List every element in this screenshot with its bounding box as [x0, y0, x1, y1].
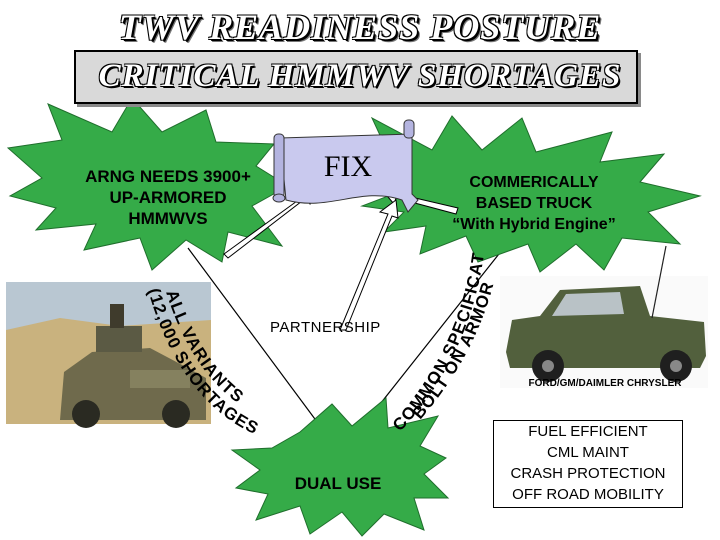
benefit-item: OFF ROAD MOBILITY [512, 486, 664, 503]
right-starburst [360, 115, 702, 273]
fix-scroll [272, 119, 419, 213]
page-subtitle: CRITICAL HMMWV SHORTAGES [98, 58, 622, 94]
benefit-item: CML MAINT [547, 444, 629, 461]
benefit-item: FUEL EFFICIENT [528, 423, 648, 440]
right-burst-line: “With Hybrid Engine” [452, 216, 616, 233]
triangle-edge-left [187, 247, 333, 443]
left-burst-text: ARNG NEEDS 3900+ UP-ARMORED HMMWVS [62, 166, 274, 229]
truck-photo [500, 245, 708, 388]
benefit-item: CRASH PROTECTION [510, 465, 666, 482]
subtitle-banner [74, 50, 638, 104]
left-burst-line: ARNG NEEDS 3900+ [85, 167, 251, 186]
right-burst-text: COMMERICALLY BASED TRUCK “With Hybrid En… [420, 172, 648, 235]
bottom-starburst [230, 396, 450, 537]
bottom-burst-text: DUAL USE [294, 474, 382, 493]
partnership-label: PARTNERSHIP [270, 319, 381, 336]
fix-label: FIX [323, 150, 373, 183]
right-burst-line: COMMERICALLY [469, 174, 599, 191]
benefits-box: FUEL EFFICIENT CML MAINT CRASH PROTECTIO… [493, 420, 683, 508]
truck-photo-caption: FORD/GM/DAIMLER CHRYSLER [528, 378, 682, 389]
arrow-center-to-fix [339, 199, 399, 331]
left-burst-line: UP-ARMORED [109, 188, 227, 207]
right-burst-line: BASED TRUCK [475, 195, 593, 212]
humvee-photo [6, 282, 211, 428]
left-burst-line: HMMWVS [128, 209, 208, 228]
page-title: TWV READINESS POSTURE [118, 7, 602, 47]
